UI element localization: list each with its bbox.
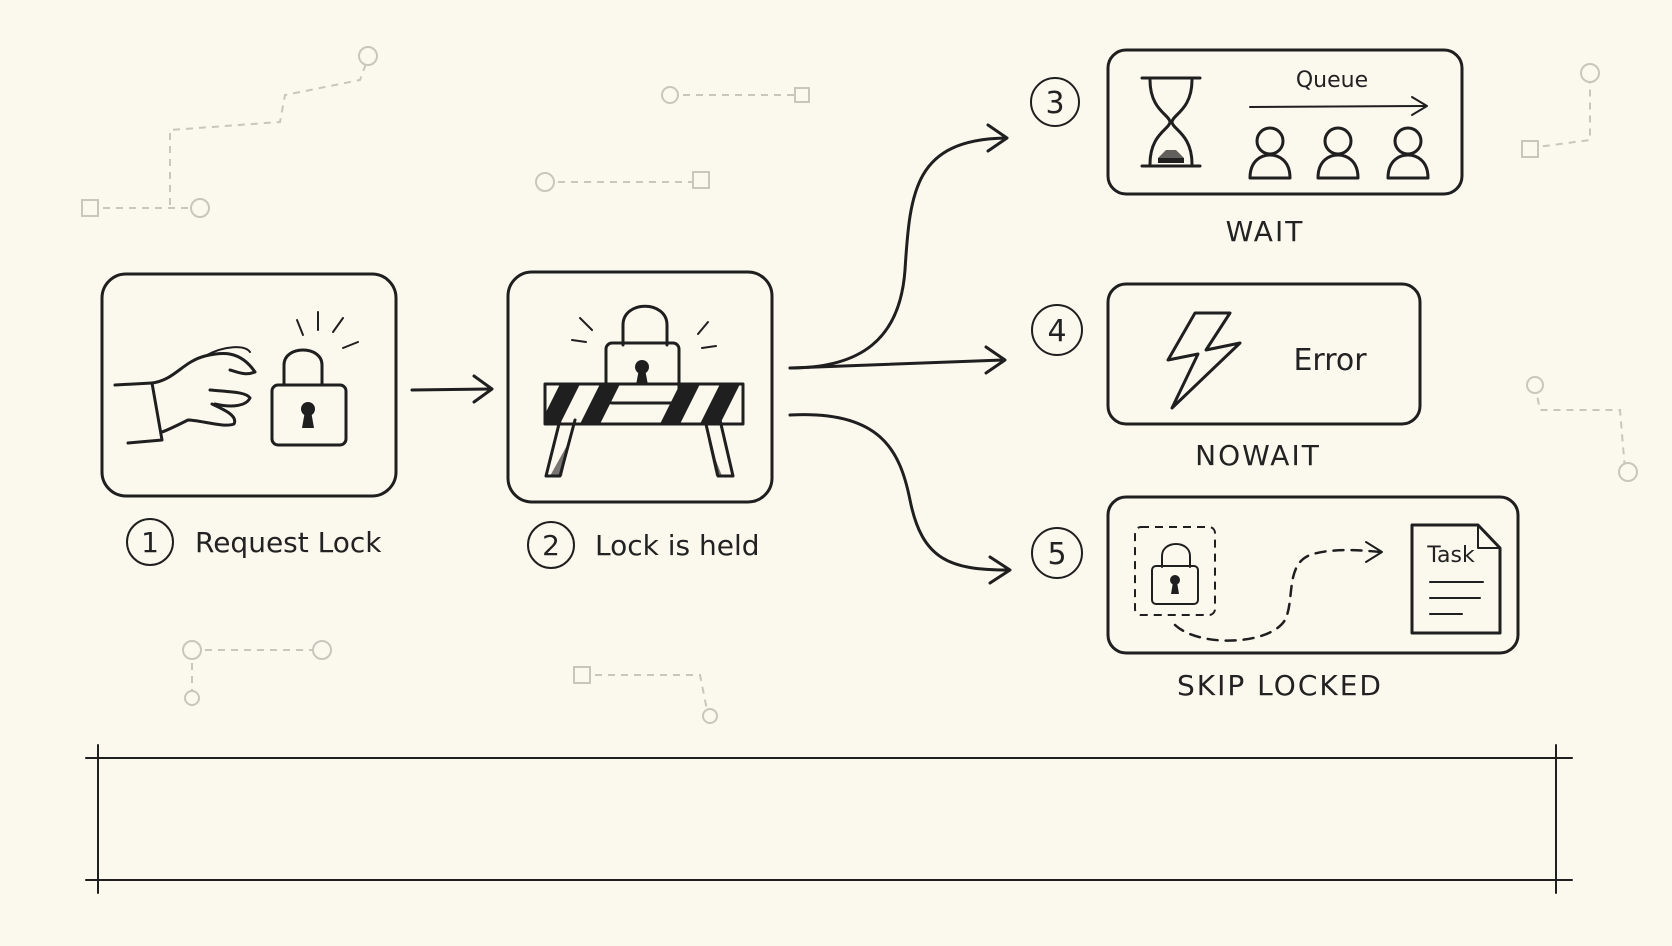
- outcome-3-number: 3: [1045, 86, 1064, 121]
- step-1-card: [100, 272, 398, 498]
- outcome-5-number-circle: [1031, 527, 1083, 579]
- outcome-wait-name: WAIT: [1226, 215, 1305, 248]
- hand-reaching-lock-icon: [113, 311, 359, 447]
- step-2-lock-is-held: 2 Lock is held: [506, 270, 774, 569]
- outcome-5-number: 5: [1047, 537, 1066, 572]
- outcome-skip-locked: 5 Task SKIP LOCKED: [1031, 495, 1520, 702]
- person-icon: [1316, 126, 1360, 180]
- queue-label: Queue: [1296, 68, 1368, 93]
- lightning-icon: [1166, 311, 1242, 410]
- step-1-label: Request Lock: [195, 526, 382, 559]
- step-2-label: Lock is held: [595, 529, 760, 562]
- nowait-card: [1106, 282, 1422, 426]
- bottom-frame: [85, 744, 1573, 894]
- wait-card: [1106, 48, 1464, 196]
- outcome-4-number-circle: [1031, 304, 1083, 356]
- step-1-number: 1: [141, 526, 159, 559]
- background-decoration: [81, 46, 1638, 724]
- locked-barrier-icon: [543, 304, 745, 478]
- skipped-row-box: [1134, 526, 1216, 616]
- error-label: Error: [1293, 343, 1367, 378]
- branch-arrows: [788, 123, 1012, 585]
- outcome-4-number: 4: [1047, 314, 1066, 349]
- task-label: Task: [1426, 543, 1475, 568]
- step-2-number-circle: [527, 521, 575, 569]
- outcome-nowait: 4 Error NOWAIT: [1031, 282, 1422, 472]
- skip-arrow: [1173, 548, 1382, 642]
- arrow-step1-to-step2: [410, 374, 494, 404]
- step-1-request-lock: 1 Request Lock: [100, 272, 398, 566]
- outcome-skip-locked-name: SKIP LOCKED: [1177, 669, 1383, 702]
- document-icon: [1410, 523, 1502, 635]
- skip-locked-card: [1106, 495, 1520, 655]
- outcome-3-number-circle: [1030, 77, 1080, 127]
- step-2-number: 2: [542, 529, 560, 562]
- small-lock-icon: [1151, 543, 1199, 605]
- queue-arrow: [1249, 105, 1426, 108]
- outcome-wait: 3 Queue WAIT: [1030, 48, 1464, 248]
- hourglass-icon: [1140, 76, 1202, 168]
- person-icon: [1248, 126, 1292, 180]
- queue-people-icons: [1248, 126, 1430, 180]
- person-icon: [1386, 126, 1430, 180]
- step-2-card: [506, 270, 774, 504]
- outcome-nowait-name: NOWAIT: [1195, 439, 1321, 472]
- step-1-number-circle: [126, 518, 174, 566]
